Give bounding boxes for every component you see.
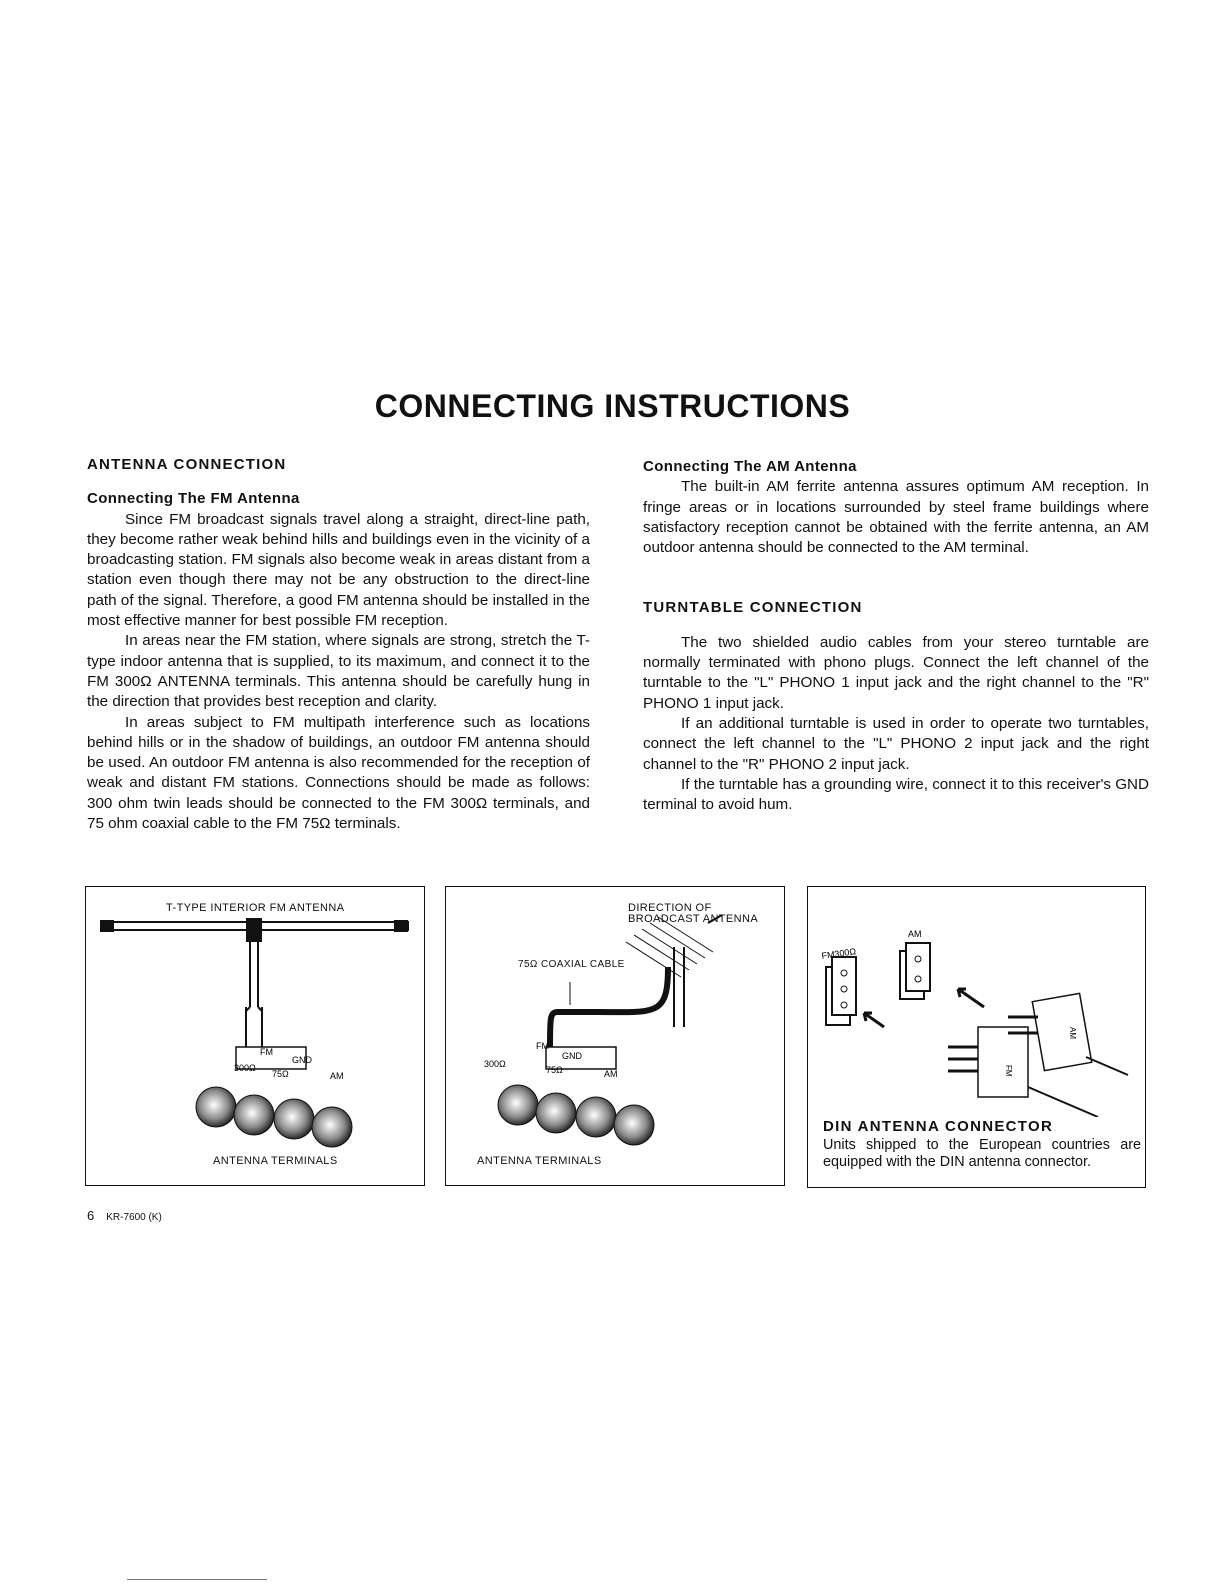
ohm75-terminal-label: 75Ω bbox=[272, 1069, 289, 1079]
figure-din-connector: FM300Ω AM FM AM DIN ANTENNA CONNECTOR Un… bbox=[807, 886, 1146, 1188]
plug-am-label: AM bbox=[1068, 1027, 1077, 1039]
direction-line-1: DIRECTION OF bbox=[628, 902, 712, 914]
scan-artifact-line bbox=[127, 1579, 267, 1580]
gnd-terminal-label: GND bbox=[562, 1051, 583, 1061]
am-socket-label: AM bbox=[908, 929, 922, 939]
fm-antenna-heading: Connecting The FM Antenna bbox=[87, 490, 300, 508]
ohm300-terminal-label: 300Ω bbox=[484, 1059, 506, 1069]
am-terminal-label: AM bbox=[604, 1069, 618, 1079]
page-title: CONNECTING INSTRUCTIONS bbox=[374, 388, 851, 424]
din-connector-title: DIN ANTENNA CONNECTOR bbox=[823, 1118, 1054, 1135]
am-paragraph: The built-in AM ferrite antenna assures … bbox=[643, 478, 1149, 557]
figure-t-type-antenna: FM GND 300Ω 75Ω AM T-TYPE INTERIOR FM AN… bbox=[85, 886, 425, 1186]
figure2-caption: ANTENNA TERMINALS bbox=[477, 1155, 602, 1167]
am-terminal-label: AM bbox=[330, 1071, 344, 1081]
turntable-paragraph-2: If an additional turntable is used in or… bbox=[643, 714, 1149, 773]
coax-cable-label: 75Ω COAXIAL CABLE bbox=[518, 959, 625, 970]
figure1-caption: ANTENNA TERMINALS bbox=[213, 1155, 338, 1167]
turntable-connection-heading: TURNTABLE CONNECTION bbox=[643, 599, 863, 617]
page-footer: 6 KR-7600 (K) bbox=[87, 1208, 162, 1223]
page-number: 6 bbox=[87, 1208, 95, 1223]
am-antenna-heading: Connecting The AM Antenna bbox=[643, 458, 857, 475]
antenna-connection-heading: ANTENNA CONNECTION bbox=[87, 456, 287, 473]
fm-paragraph-1: Since FM broadcast signals travel along … bbox=[87, 510, 590, 630]
outdoor-antenna-illustration: FM GND 300Ω 75Ω AM bbox=[484, 914, 723, 1146]
left-column: ANTENNA CONNECTION Connecting The FM Ant… bbox=[87, 455, 590, 834]
figure-outdoor-antenna: FM GND 300Ω 75Ω AM DIRECTION OF BROADCAS… bbox=[445, 886, 785, 1186]
fm-terminal-label: FM bbox=[260, 1047, 273, 1057]
ohm300-terminal-label: 300Ω bbox=[234, 1063, 256, 1073]
model-number: KR-7600 (K) bbox=[106, 1212, 162, 1223]
ohm75-terminal-label: 75Ω bbox=[546, 1065, 563, 1075]
t-type-antenna-illustration: FM GND 300Ω 75Ω AM bbox=[100, 918, 409, 1148]
right-column: Connecting The AM Antenna The built-in A… bbox=[643, 457, 1149, 815]
din-connector-text: Units shipped to the European countries … bbox=[823, 1137, 1141, 1170]
fm-paragraph-2: In areas near the FM station, where sign… bbox=[87, 632, 590, 711]
fm-terminal-label: FM bbox=[536, 1041, 549, 1051]
turntable-paragraph-1: The two shielded audio cables from your … bbox=[643, 633, 1149, 712]
direction-label: DIRECTION OF BROADCAST ANTENNA bbox=[628, 903, 758, 925]
t-type-antenna-label: T-TYPE INTERIOR FM ANTENNA bbox=[166, 902, 345, 914]
din-connector-illustration: FM300Ω AM FM AM bbox=[821, 929, 1129, 1117]
fm-paragraph-3: In areas subject to FM multipath interfe… bbox=[87, 713, 590, 833]
plug-fm-label: FM bbox=[1004, 1065, 1013, 1077]
turntable-paragraph-3: If the turntable has a grounding wire, c… bbox=[643, 775, 1149, 814]
gnd-terminal-label: GND bbox=[292, 1055, 313, 1065]
direction-line-2: BROADCAST ANTENNA bbox=[628, 913, 759, 925]
